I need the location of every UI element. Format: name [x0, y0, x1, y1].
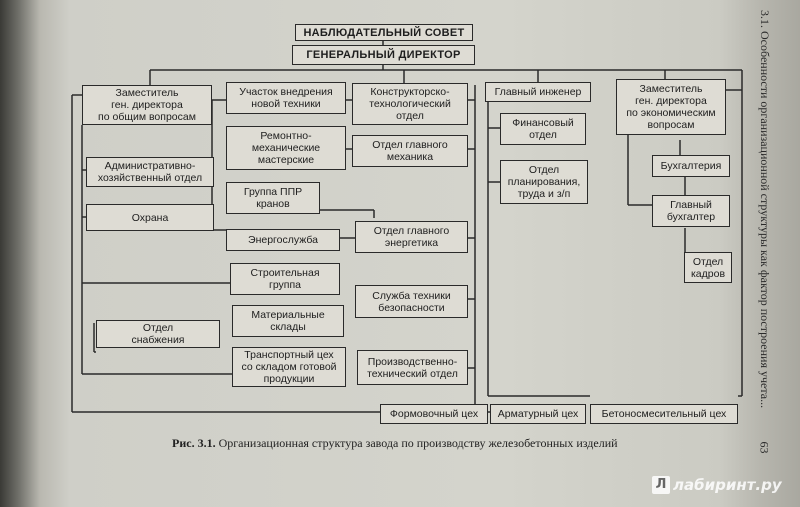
- production-department-node: Производственно- технический отдел: [357, 350, 468, 385]
- accounting-node: Бухгалтерия: [652, 155, 730, 177]
- watermark: Л лабиринт.ру: [652, 476, 782, 494]
- supervisory-board-node: НАБЛЮДАТЕЛЬНЫЙ СОВЕТ: [295, 24, 473, 41]
- concrete-shop-node: Бетоносмесительный цех: [590, 404, 738, 424]
- chief-power-engineer-node: Отдел главного энергетика: [355, 221, 468, 253]
- molding-shop-node: Формовочный цех: [380, 404, 488, 424]
- repair-shops-node: Ремонтно- механические мастерские: [226, 126, 346, 170]
- running-header: 3.1. Особенности организационной структу…: [754, 10, 776, 480]
- figure-caption-text: Организационная структура завода по прои…: [215, 436, 618, 450]
- admin-department-node: Административно- хозяйственный отдел: [86, 157, 214, 187]
- transport-shop-node: Транспортный цех со складом готовой прод…: [232, 347, 346, 387]
- figure-caption: Рис. 3.1. Организационная структура заво…: [172, 436, 618, 451]
- material-warehouses-node: Материальные склады: [232, 305, 344, 337]
- planning-department-node: Отдел планирования, труда и з/п: [500, 160, 588, 204]
- hr-department-node: Отдел кадров: [684, 252, 732, 283]
- general-director-node: ГЕНЕРАЛЬНЫЙ ДИРЕКТОР: [292, 45, 475, 65]
- new-tech-site-node: Участок внедрения новой техники: [226, 82, 346, 114]
- watermark-text: лабиринт.ру: [673, 476, 782, 494]
- reinforcement-shop-node: Арматурный цех: [490, 404, 586, 424]
- energy-service-node: Энергослужба: [226, 229, 340, 251]
- design-department-node: Конструкторско- технологический отдел: [352, 83, 468, 125]
- chief-mechanic-node: Отдел главного механика: [352, 135, 468, 167]
- chief-accountant-node: Главный бухгалтер: [652, 195, 730, 227]
- running-header-text: 3.1. Особенности организационной структу…: [758, 10, 772, 409]
- financial-department-node: Финансовый отдел: [500, 113, 586, 145]
- chief-engineer-node: Главный инженер: [485, 82, 591, 102]
- crane-group-node: Группа ППР кранов: [226, 182, 320, 214]
- security-node: Охрана: [86, 204, 214, 231]
- supply-department-node: Отдел снабжения: [96, 320, 220, 348]
- page-number: 63: [757, 441, 772, 454]
- safety-service-node: Служба техники безопасности: [355, 285, 468, 318]
- deputy-general-node: Заместитель ген. директора по общим вопр…: [82, 85, 212, 125]
- watermark-logo-icon: Л: [652, 476, 670, 494]
- deputy-economic-node: Заместитель ген. директора по экономичес…: [616, 79, 726, 135]
- construction-group-node: Строительная группа: [230, 263, 340, 295]
- figure-caption-label: Рис. 3.1.: [172, 436, 216, 450]
